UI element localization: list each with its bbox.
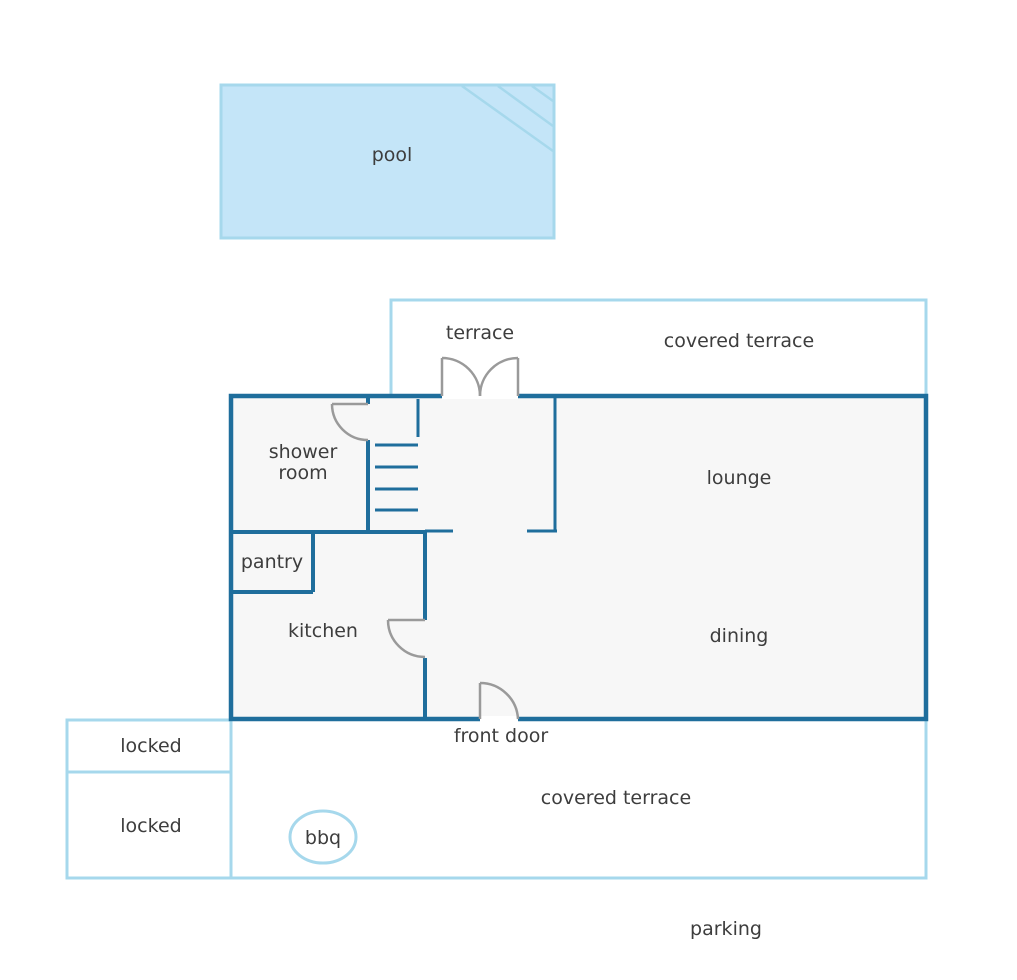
pool-steps (461, 84, 554, 153)
pool-steps (531, 84, 554, 103)
locked-label-2: locked (120, 815, 181, 837)
front-door (478, 681, 520, 722)
lounge-label: lounge (707, 467, 772, 489)
terrace-double-door (440, 356, 520, 399)
locked-room-2 (65, 770, 233, 880)
covered-terrace-top-label: covered terrace (664, 330, 814, 352)
dining-label: dining (710, 625, 769, 647)
interior-walls (231, 396, 557, 719)
lower-covered-terrace (231, 720, 928, 880)
upper-covered-terrace (389, 298, 928, 396)
shower-room-label-line2: room (278, 462, 327, 484)
covered-terrace-bottom-label: covered terrace (541, 787, 691, 809)
kitchen-label: kitchen (288, 620, 358, 642)
pool-label: pool (372, 144, 413, 166)
front-door-label: front door (454, 725, 549, 747)
bbq-label: bbq (305, 827, 341, 849)
stairs (375, 443, 418, 512)
shower-room-label-line1: shower (269, 441, 338, 463)
pool-steps (497, 84, 554, 128)
pantry-label: pantry (241, 551, 303, 573)
pool (219, 83, 556, 240)
terrace-label: terrace (446, 322, 514, 344)
house (228, 393, 929, 722)
kitchen-door (386, 618, 426, 659)
parking-label: parking (690, 918, 762, 940)
locked-label-1: locked (120, 735, 181, 757)
pool-area: pool (219, 83, 556, 240)
bbq (288, 809, 358, 865)
shower-room-door (330, 402, 371, 442)
